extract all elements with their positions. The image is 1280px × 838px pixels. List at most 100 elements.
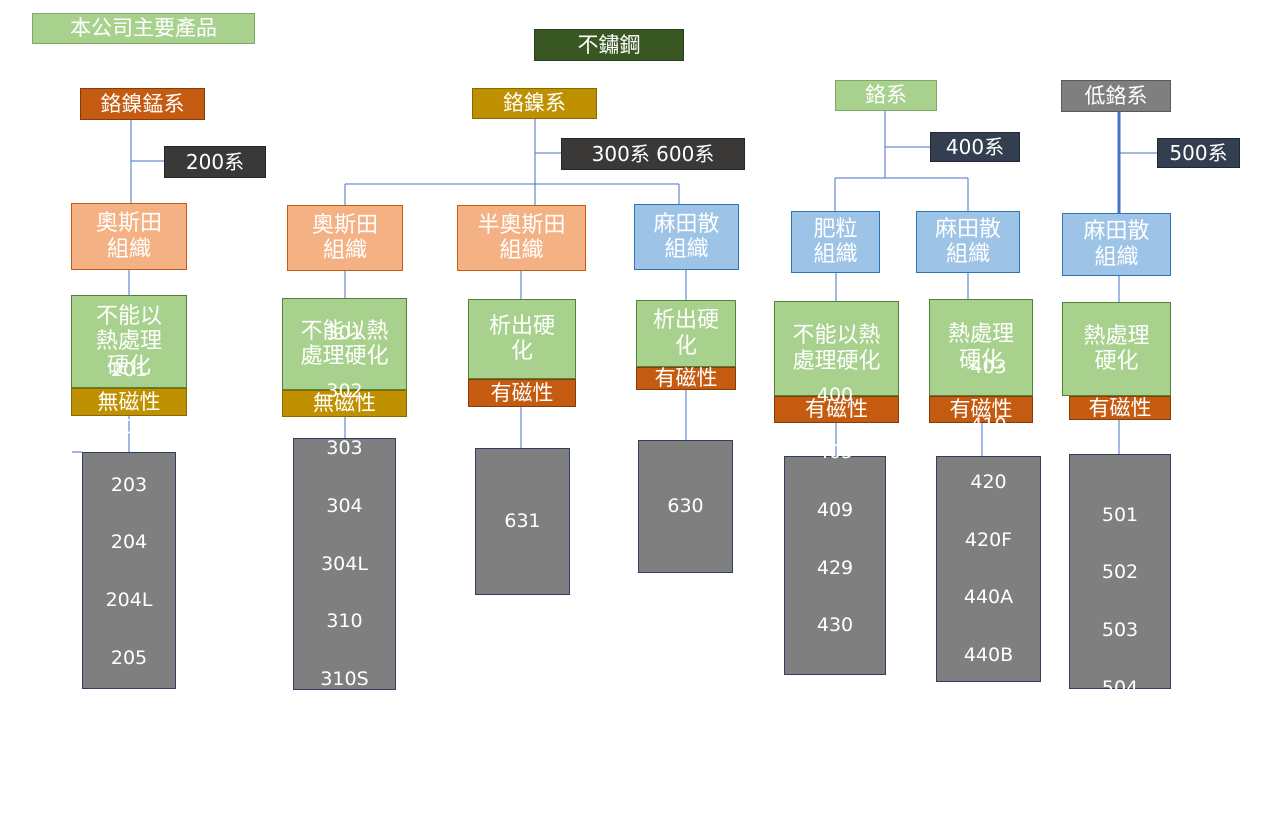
root-text: 不鏽鋼 <box>577 32 641 57</box>
magnetism-label: 有磁性 <box>805 397 868 422</box>
grade-item: 202 <box>110 416 148 439</box>
magnetism-label: 有磁性 <box>949 397 1013 422</box>
grade-item: 203 <box>110 473 148 496</box>
crnimn-family-box: 鉻鎳錳系 <box>80 88 205 120</box>
grade-item: 630 <box>667 495 704 518</box>
crni-label: 鉻鎳系 <box>503 91 566 116</box>
crni-martensite-property: 析出硬 化 <box>636 300 736 367</box>
magnetism-label: 有磁性 <box>490 380 554 405</box>
cr-label: 鉻系 <box>865 83 907 108</box>
grade-item: 420F <box>964 528 1013 551</box>
magnetism-label: 有磁性 <box>1088 395 1152 420</box>
cr-ferrite-property: 不能以熱 處理硬化 <box>774 301 899 396</box>
structure-label: 奧斯田 組織 <box>311 212 378 263</box>
crnimn-austenite-structure: 奧斯田 組織 <box>71 203 187 270</box>
property-label: 不能以 熱處理 硬化 <box>95 303 162 380</box>
series-300-600-label: 300系 600系 <box>591 141 715 166</box>
property-label: 熱處理 硬化 <box>1083 323 1150 374</box>
property-label: 熱處理 硬化 <box>947 322 1014 373</box>
lowcr-family-box: 低鉻系 <box>1061 80 1171 112</box>
grade-item: 503 <box>1101 618 1139 641</box>
series-500-label: 500系 <box>1169 140 1228 165</box>
property-label: 不能以熱 處理硬化 <box>792 323 881 374</box>
crni-austenite-structure: 奧斯田 組織 <box>287 205 403 271</box>
lowcr-martensite-structure: 麻田散 組織 <box>1062 213 1171 276</box>
grade-item: 204 <box>110 531 148 554</box>
series-400-box: 400系 <box>930 132 1020 162</box>
grade-item: 304L <box>321 552 368 575</box>
lowcr-property: 熱處理 硬化 <box>1062 302 1171 396</box>
grade-item: 316 <box>326 725 363 748</box>
grade-item: 501 <box>1101 503 1139 526</box>
cr-ferrite-magnetism: 有磁性 <box>774 396 899 423</box>
grade-item: 303 <box>326 437 363 460</box>
crni-semi-austenite-property: 析出硬 化 <box>468 299 576 379</box>
grade-item: 403 <box>970 356 1007 379</box>
grade-item: 631 <box>504 510 541 533</box>
crni-family-box: 鉻鎳系 <box>472 88 597 119</box>
grade-item: 316L <box>321 782 368 805</box>
grade-item: 310 <box>326 610 363 633</box>
property-label: 析出硬 化 <box>488 313 555 364</box>
company-products-title: 本公司主要產品 <box>32 13 255 44</box>
crnimn-property: 不能以 熱處理 硬化 <box>71 295 187 388</box>
cr-family-box: 鉻系 <box>835 80 937 111</box>
structure-label: 奧斯田 組織 <box>95 211 162 262</box>
grade-item: 216L <box>105 761 153 784</box>
stainless-steel-root: 不鏽鋼 <box>534 29 684 61</box>
grade-item: 409 <box>816 499 854 522</box>
lowcr-label: 低鉻系 <box>1084 83 1148 108</box>
grade-item: 304 <box>326 495 363 518</box>
grade-item: 429 <box>816 556 854 579</box>
cr-martensite-property: 熱處理 硬化 <box>929 299 1033 396</box>
structure-label: 麻田散 組織 <box>1083 219 1150 270</box>
grades-400-ferrite-list: 400 405 409 429 430 436 443 <box>784 384 886 751</box>
crni-austenite-property: 不能以熱 處理硬化 <box>282 298 407 390</box>
grades-300-list: 301 302 303 304 304L 310 310S 316 316L <box>293 322 396 805</box>
grades-630-box: 630 <box>638 440 733 573</box>
grade-item: 400 <box>816 383 854 406</box>
grade-item: 405 <box>816 441 854 464</box>
crni-semi-austenite-structure: 半奧斯田 組織 <box>457 205 586 271</box>
series-200-label: 200系 <box>185 149 245 174</box>
magnetism-label: 無磁性 <box>97 389 161 414</box>
property-label: 析出硬 化 <box>652 308 719 359</box>
grades-631-box: 631 <box>475 448 570 595</box>
crnimn-magnetism: 無磁性 <box>71 388 187 416</box>
series-500-box: 500系 <box>1157 138 1240 168</box>
grade-item: 430 <box>816 614 854 637</box>
grade-item: 436 <box>816 671 854 694</box>
grade-item: 204L <box>105 588 153 611</box>
cr-martensite-structure: 麻田散 組織 <box>916 211 1020 273</box>
grade-item: 440F <box>964 759 1013 782</box>
grades-200-list: 201 202 203 204 204L 205 216 216L <box>82 359 176 784</box>
series-200-box: 200系 <box>164 146 266 178</box>
cr-martensite-magnetism: 有磁性 <box>929 396 1033 423</box>
grade-item: 301 <box>326 322 363 345</box>
grade-item: 205 <box>110 646 148 669</box>
crnimn-label: 鉻鎳錳系 <box>100 91 185 116</box>
grade-item: 410 <box>970 413 1007 436</box>
grade-item: 504 <box>1101 676 1139 699</box>
series-300-600-box: 300系 600系 <box>561 138 745 170</box>
grade-item: 420 <box>970 471 1007 494</box>
structure-label: 肥粒 組織 <box>813 216 858 267</box>
crni-austenite-magnetism: 無磁性 <box>282 390 407 417</box>
grade-item: 502 <box>1101 561 1139 584</box>
grades-500-list: 501 502 503 504 <box>1069 454 1171 699</box>
structure-label: 半奧斯田 組織 <box>477 212 566 263</box>
crni-martensite-structure: 麻田散 組織 <box>634 204 739 270</box>
grade-item: 216 <box>110 704 148 727</box>
crni-martensite-magnetism: 有磁性 <box>636 366 736 390</box>
structure-label: 麻田散 組織 <box>653 211 720 262</box>
connector-lines <box>72 111 1157 456</box>
grade-item: 440A <box>963 586 1014 609</box>
lowcr-magnetism: 有磁性 <box>1069 396 1171 420</box>
crni-semi-austenite-magnetism: 有磁性 <box>468 379 576 407</box>
grade-item: 201 <box>110 358 148 381</box>
grade-item: 440B <box>963 644 1014 666</box>
structure-label: 麻田散 組織 <box>934 216 1001 267</box>
grade-item: 310S <box>320 667 369 690</box>
grade-item: 302 <box>326 379 363 402</box>
title-text: 本公司主要產品 <box>70 16 217 41</box>
